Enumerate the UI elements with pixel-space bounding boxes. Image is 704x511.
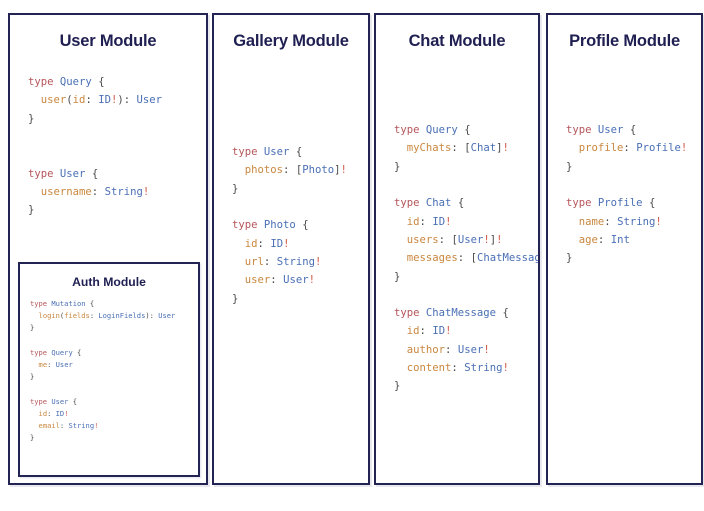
panel-title-chat: Chat Module	[408, 32, 506, 50]
code-block-user: type Query { user(id: ID!): User } type …	[28, 76, 163, 217]
panel-profile-module[interactable]: Profile Module type User { profile: Prof…	[546, 13, 703, 485]
panel-title-auth: Auth Module	[72, 275, 146, 289]
panel-chat-module[interactable]: Chat Module type Query { myChats: [Chat]…	[374, 13, 540, 485]
code-wrap-chat: type Query { myChats: [Chat]! } type Cha…	[376, 121, 538, 396]
code-block-gallery: type User { photos: [Photo]! } type Phot…	[232, 146, 347, 305]
code-wrap-gallery: type User { photos: [Photo]! } type Phot…	[214, 143, 368, 308]
panel-gallery-module[interactable]: Gallery Module type User { photos: [Phot…	[212, 13, 370, 485]
panel-auth-module[interactable]: Auth Module type Mutation { login(fields…	[18, 262, 200, 477]
panel-title-profile: Profile Module	[569, 32, 680, 50]
panel-title-gallery: Gallery Module	[233, 32, 349, 50]
panel-title-user: User Module	[59, 32, 157, 50]
code-block-auth: type Mutation { login(fields: LoginField…	[30, 299, 176, 443]
panel-user-module[interactable]: User Module type Query { user(id: ID!): …	[8, 13, 208, 485]
code-wrap-profile: type User { profile: Profile! } type Pro…	[548, 121, 701, 268]
code-block-profile: type User { profile: Profile! } type Pro…	[566, 124, 688, 265]
code-wrap-user: type Query { user(id: ID!): User } type …	[10, 73, 206, 220]
code-block-chat: type Query { myChats: [Chat]! } type Cha…	[394, 124, 538, 393]
